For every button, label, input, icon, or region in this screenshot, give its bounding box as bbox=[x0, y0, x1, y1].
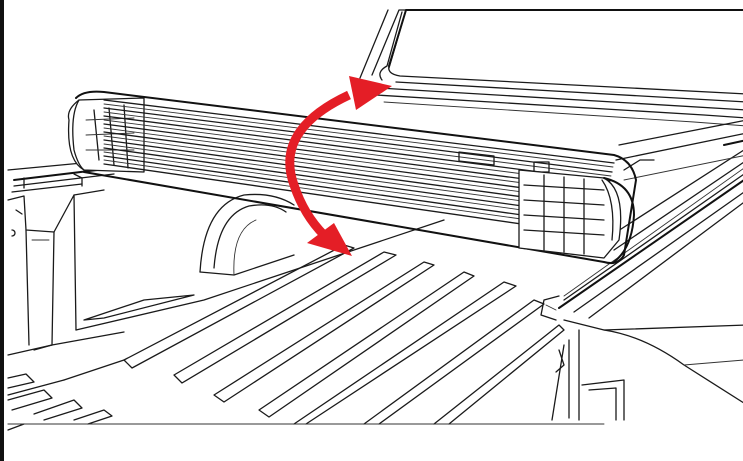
bed-floor-icon bbox=[7, 219, 585, 431]
left-rail-icon bbox=[7, 159, 115, 351]
cab-window-icon bbox=[359, 9, 743, 127]
wheel-well-icon bbox=[199, 193, 295, 276]
tailgate-side-icon bbox=[540, 295, 743, 421]
rolled-cover-icon bbox=[67, 90, 637, 265]
right-rail-icon bbox=[558, 120, 743, 319]
truck-bed-illustration bbox=[7, 9, 743, 431]
curved-double-arrow-icon bbox=[285, 76, 392, 256]
